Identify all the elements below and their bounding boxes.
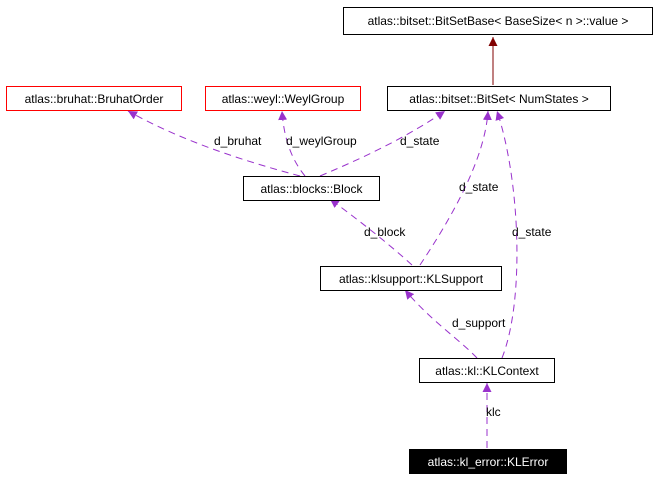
node-bruhat-order[interactable]: atlas::bruhat::BruhatOrder <box>6 86 182 111</box>
edge-label-d-support: d_support <box>452 316 506 330</box>
edge-label-block-d-state: d_state <box>400 134 440 148</box>
node-klerror: atlas::kl_error::KLError <box>409 449 567 474</box>
edge-label-klc: klc <box>486 405 501 419</box>
node-weyl-group[interactable]: atlas::weyl::WeylGroup <box>205 86 361 111</box>
edge-label-d-block: d_block <box>364 225 406 239</box>
node-klcontext[interactable]: atlas::kl::KLContext <box>419 358 555 383</box>
edge-block-to-bitset <box>319 110 446 177</box>
edge-klsupport-to-bitset <box>419 110 492 266</box>
edge-label-klsupport-d-state: d_state <box>459 180 499 194</box>
edge-label-d-weylgroup: d_weylGroup <box>286 134 357 148</box>
node-bitset[interactable]: atlas::bitset::BitSet< NumStates > <box>387 86 611 111</box>
node-bitsetbase[interactable]: atlas::bitset::BitSetBase< BaseSize< n >… <box>343 7 653 35</box>
edge-label-d-bruhat: d_bruhat <box>214 134 262 148</box>
edge-block-to-weylgroup <box>278 110 306 177</box>
node-block[interactable]: atlas::blocks::Block <box>243 176 380 201</box>
edge-label-klcontext-d-state: d_state <box>512 225 552 239</box>
edge-klcontext-to-klsupport <box>404 289 478 359</box>
edge-block-to-bruhat <box>127 110 301 177</box>
edge-klcontext-to-bitset <box>495 110 518 359</box>
node-klsupport[interactable]: atlas::klsupport::KLSupport <box>320 266 502 291</box>
